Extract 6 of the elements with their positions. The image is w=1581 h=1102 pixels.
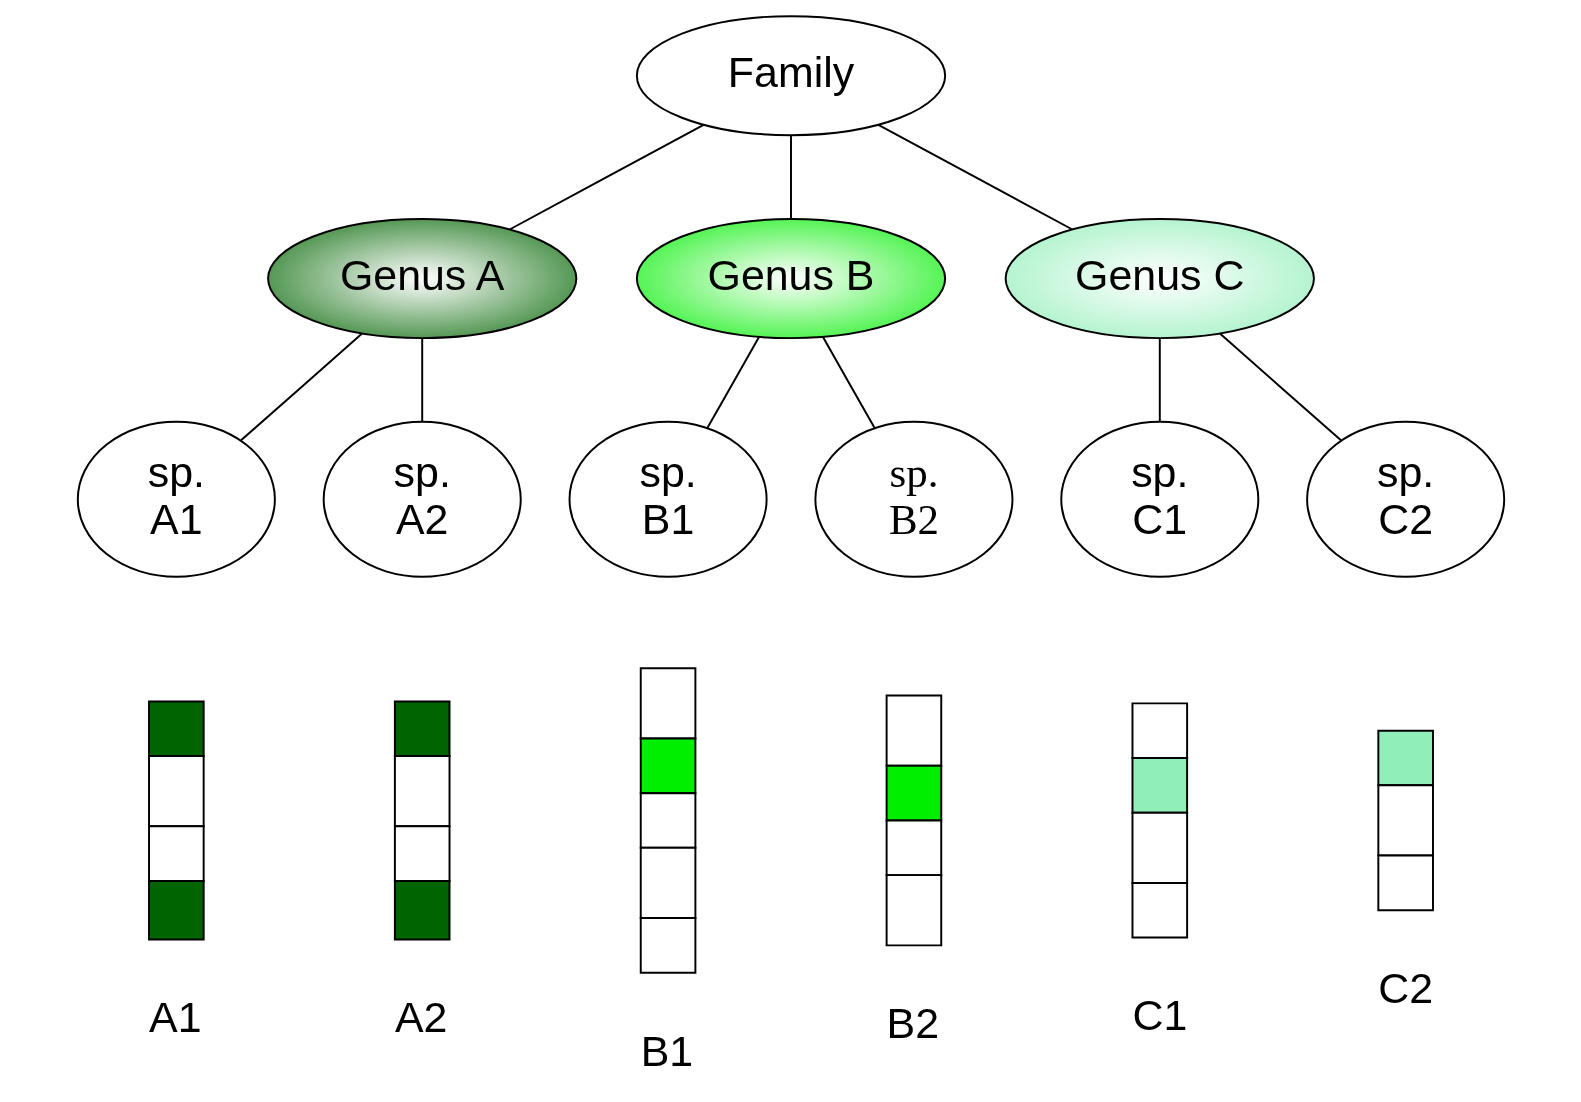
node-label: A2	[394, 993, 447, 1042]
node-text: C2	[1377, 964, 1433, 1013]
node-label: A1	[148, 993, 202, 1042]
node-label: B2	[886, 999, 939, 1048]
node-label: B1	[640, 1026, 693, 1075]
node-text: C1	[1131, 991, 1187, 1040]
